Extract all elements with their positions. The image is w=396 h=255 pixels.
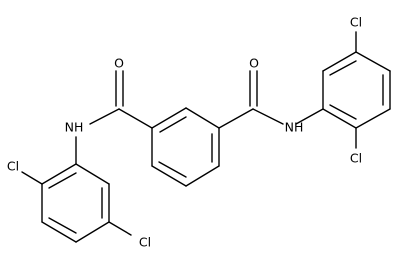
amide-nh-label-right: NH	[285, 120, 304, 135]
oxygen-label-right: O	[249, 56, 259, 71]
right-dichlorophenyl-ring	[295, 31, 391, 149]
chlorine-label-bottom-left: Cl	[139, 235, 151, 250]
amide-nh-label-left: NH	[65, 120, 84, 135]
chlorine-label-top-left: Cl	[7, 159, 19, 174]
left-amide-group	[89, 70, 153, 129]
left-dichlorophenyl-ring	[21, 136, 132, 243]
oxygen-label-left: O	[114, 56, 124, 71]
chlorine-label-bottom-right: Cl	[350, 151, 362, 166]
right-amide-group	[218, 70, 284, 129]
chlorine-label-top-right: Cl	[350, 15, 362, 30]
central-benzene-ring	[151, 107, 220, 187]
